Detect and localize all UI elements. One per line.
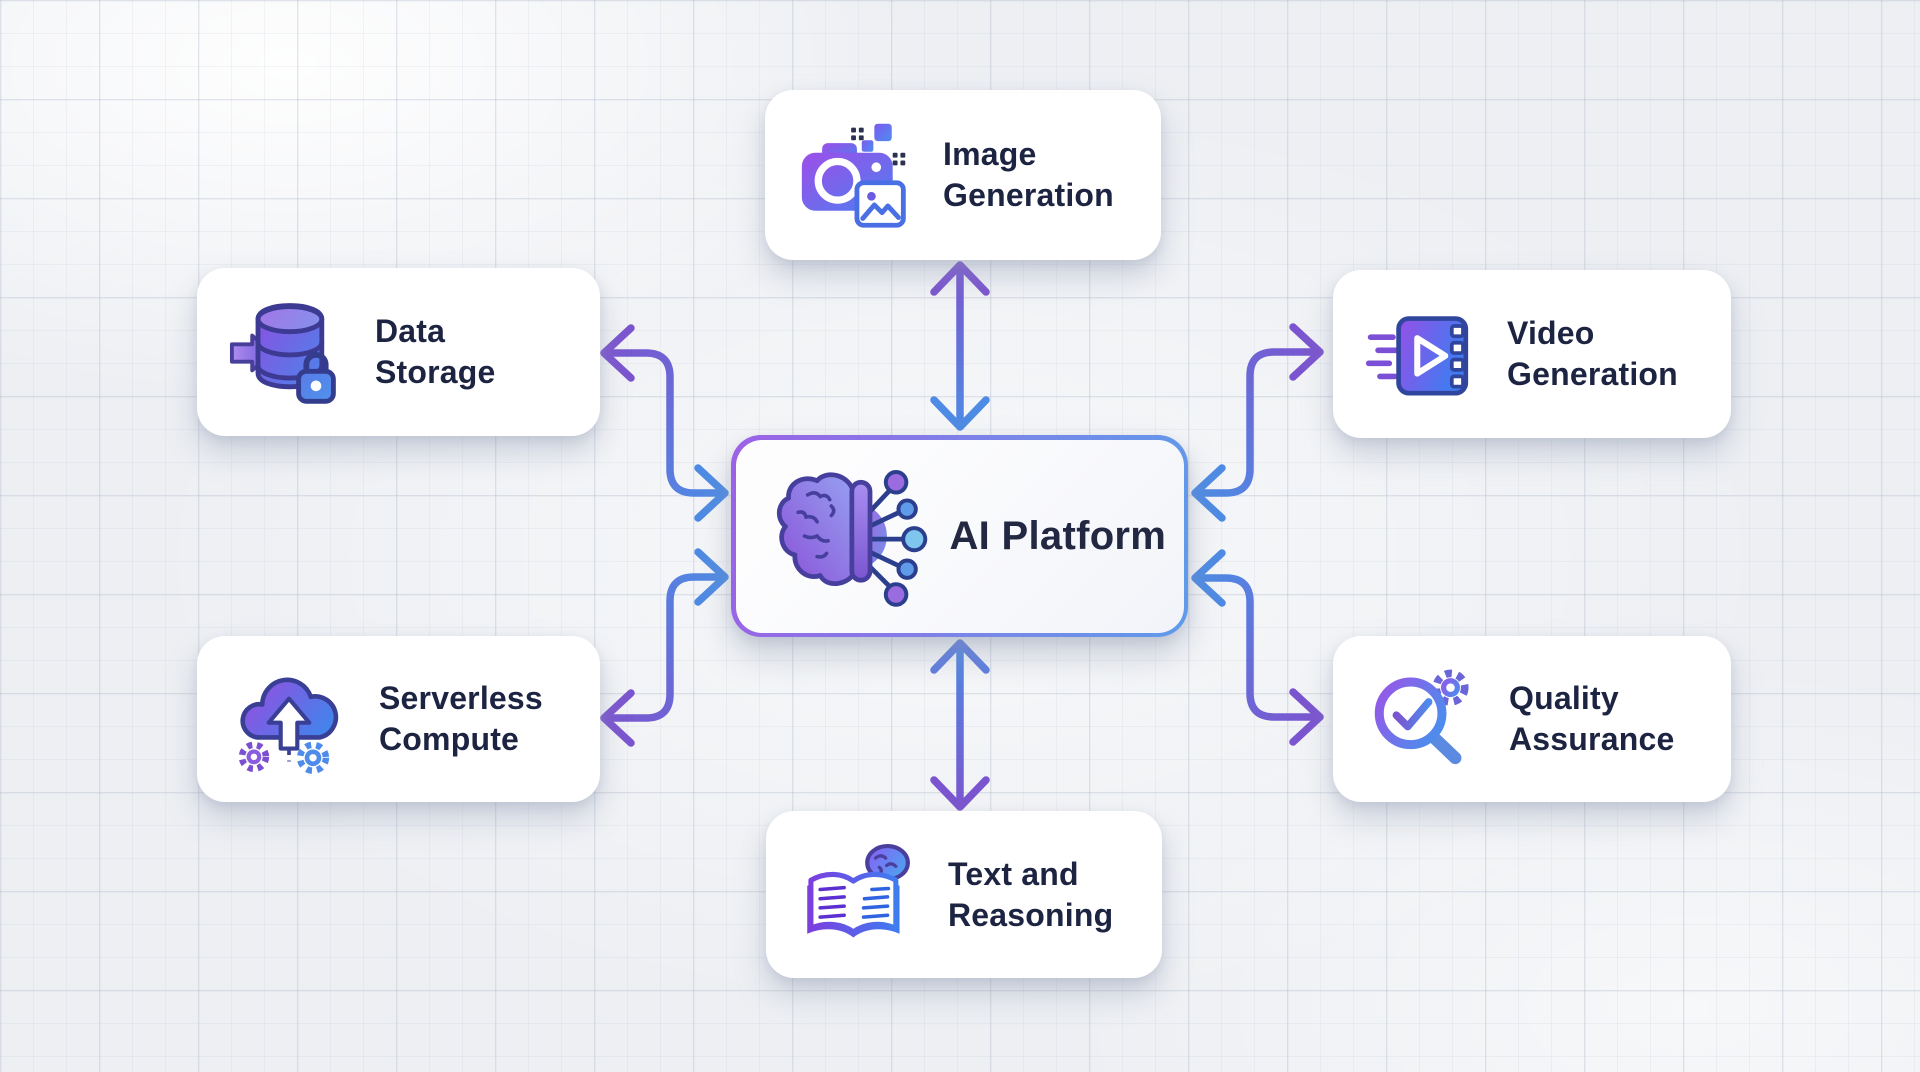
gear-left bbox=[238, 741, 270, 773]
node-label-text-and-reasoning: Text and Reasoning bbox=[948, 855, 1114, 933]
film-play-icon bbox=[1365, 298, 1477, 410]
connector-ai-quality bbox=[1191, 549, 1324, 746]
node-quality-assurance: Quality Assurance bbox=[1333, 636, 1731, 802]
camera-image-icon bbox=[797, 117, 913, 233]
open-book-brain-icon bbox=[798, 837, 918, 953]
node-label-quality-assurance: Quality Assurance bbox=[1509, 680, 1675, 757]
node-image-generation: Image Generation bbox=[765, 90, 1161, 260]
connector-ai-image bbox=[930, 261, 990, 431]
brain-circuit-icon bbox=[776, 460, 934, 612]
gear bbox=[1432, 669, 1469, 706]
node-label-data-storage: Data Storage bbox=[375, 313, 496, 390]
magnifier-check-gear-icon bbox=[1365, 662, 1479, 776]
node-video-generation: Video Generation bbox=[1333, 270, 1731, 438]
node-data-storage: Data Storage bbox=[197, 268, 600, 436]
connector-ai-text bbox=[930, 639, 990, 811]
database-lock-icon bbox=[229, 294, 345, 410]
node-label-serverless-compute: Serverless Compute bbox=[379, 680, 543, 757]
node-serverless-compute: Serverless Compute bbox=[197, 636, 600, 802]
node-text-and-reasoning: Text and Reasoning bbox=[766, 811, 1162, 978]
connector-ai-storage bbox=[600, 324, 729, 522]
connector-ai-video bbox=[1191, 323, 1324, 522]
cloud-upload-gears-icon bbox=[229, 660, 349, 778]
center-node-label: AI Platform bbox=[949, 513, 1167, 558]
gear-right bbox=[296, 741, 330, 774]
node-label-image-generation: Image Generation bbox=[943, 136, 1114, 213]
node-ai-platform: AI Platform bbox=[731, 435, 1188, 637]
connector-ai-serverless bbox=[600, 548, 729, 747]
node-label-video-generation: Video Generation bbox=[1507, 315, 1678, 392]
